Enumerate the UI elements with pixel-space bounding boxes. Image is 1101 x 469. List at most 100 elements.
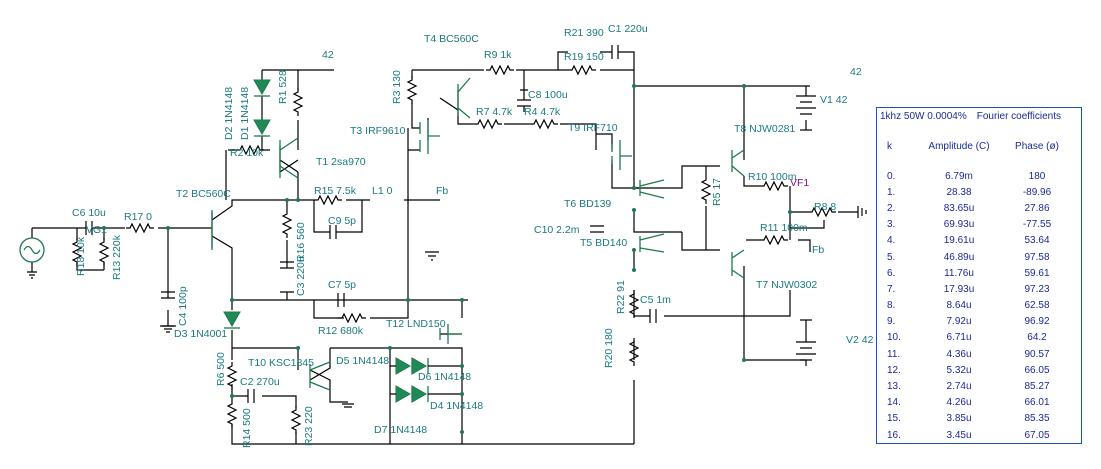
label-t1: T1 2sa970 bbox=[316, 156, 366, 168]
label-r7: R7 4.7k bbox=[476, 106, 513, 118]
wires bbox=[31, 51, 858, 445]
label-r9: R9 1k bbox=[484, 49, 512, 61]
label-d6: D6 1N4148 bbox=[418, 371, 471, 383]
row-phase: -89.96 bbox=[1022, 186, 1052, 198]
fourier-row: 15. 3.85u 85.35 bbox=[877, 411, 1078, 427]
label-v1: V1 42 bbox=[820, 94, 848, 106]
row-k: 0. bbox=[887, 170, 896, 182]
row-k: 14. bbox=[887, 397, 901, 409]
label-r1: R1 528 bbox=[277, 70, 289, 104]
row-amplitude: 19.61u bbox=[943, 235, 975, 247]
label-probe-out: VF1 bbox=[790, 177, 809, 189]
label-t9: T9 IRF710 bbox=[568, 122, 618, 134]
label-d1: D1 1N4148 bbox=[239, 87, 251, 140]
label-t3: T3 IRF9610 bbox=[350, 125, 406, 137]
label-r6: R6 500 bbox=[215, 352, 227, 386]
row-phase: 90.57 bbox=[1024, 348, 1050, 360]
row-amplitude: 46.89u bbox=[943, 251, 975, 263]
label-r8: R8 8 bbox=[814, 201, 836, 213]
label-r15: R15 7.5k bbox=[314, 185, 357, 197]
label-d7: D7 1N4148 bbox=[374, 424, 427, 436]
row-k: 8. bbox=[887, 300, 896, 312]
label-c9: C9 5p bbox=[328, 215, 356, 227]
label-rail-right: 42 bbox=[850, 66, 862, 78]
capacitors bbox=[76, 45, 657, 403]
row-phase: -77.55 bbox=[1022, 219, 1052, 231]
fourier-header-row: k Amplitude (C) Phase (ø) bbox=[877, 140, 1078, 168]
row-k: 10. bbox=[887, 332, 901, 344]
row-amplitude: 17.93u bbox=[943, 283, 975, 295]
row-k: 3. bbox=[887, 219, 896, 231]
label-r3: R3 130 bbox=[391, 70, 403, 104]
row-phase: 85.35 bbox=[1024, 413, 1050, 425]
row-phase: 67.05 bbox=[1024, 429, 1050, 441]
fourier-row: 1.28.38-89.96 bbox=[877, 184, 1078, 200]
label-r16: R16 560 bbox=[295, 222, 307, 262]
header-amplitude: Amplitude (C) bbox=[928, 141, 990, 152]
label-d3: D3 1N4001 bbox=[174, 328, 227, 340]
fourier-row: 0. 6.79m 180 bbox=[877, 168, 1078, 184]
row-amplitude: 6.71u bbox=[946, 332, 972, 344]
semiconductors bbox=[102, 77, 792, 434]
row-k: 7. bbox=[887, 283, 896, 295]
label-d4: D4 1N4148 bbox=[430, 400, 483, 412]
label-c8: C8 100u bbox=[528, 89, 568, 101]
row-amplitude: 6.79m bbox=[945, 170, 973, 182]
label-r23: R23 220 bbox=[303, 406, 315, 446]
label-c10: C10 2.2m bbox=[534, 224, 580, 236]
row-k: 4. bbox=[887, 235, 896, 247]
fourier-coefficients-panel: 1khz 50W 0.0004% Fourier coefficients k A… bbox=[876, 107, 1082, 444]
label-c2: C2 270u bbox=[240, 376, 280, 388]
row-phase: 53.64 bbox=[1024, 235, 1050, 247]
label-c6: C6 10u bbox=[72, 207, 106, 219]
row-amplitude: 2.74u bbox=[946, 381, 972, 393]
row-amplitude: 11.76u bbox=[944, 267, 974, 279]
fourier-row: 3.69.93u-77.55 bbox=[877, 217, 1078, 233]
row-k: 15. bbox=[887, 413, 901, 425]
row-phase: 66.01 bbox=[1024, 397, 1050, 409]
row-phase: 85.27 bbox=[1024, 381, 1050, 393]
label-t6: T6 BD139 bbox=[564, 198, 611, 210]
label-r19: R19 150 bbox=[564, 51, 604, 63]
row-k: 16. bbox=[887, 429, 901, 441]
fourier-title-main: 1khz 50W 0.0004% bbox=[880, 111, 967, 122]
row-amplitude: 5.32u bbox=[946, 364, 972, 376]
label-t4: T4 BC560C bbox=[424, 33, 479, 45]
label-r10: R10 100m bbox=[748, 171, 797, 183]
row-phase: 96.92 bbox=[1024, 316, 1050, 328]
label-v2: V2 42 bbox=[846, 334, 874, 346]
label-fb-upper: Fb bbox=[436, 185, 448, 197]
label-r5: R5 17 bbox=[711, 178, 723, 206]
label-t5: T5 BD140 bbox=[580, 237, 627, 249]
label-r14: R14 500 bbox=[241, 408, 253, 448]
row-k: 1. bbox=[887, 186, 896, 198]
label-c7: C7 5p bbox=[328, 279, 356, 291]
row-k: 2. bbox=[887, 202, 896, 214]
row-k: 11. bbox=[887, 348, 901, 360]
row-amplitude: 3.85u bbox=[946, 413, 972, 425]
fourier-title: 1khz 50W 0.0004% Fourier coefficients bbox=[880, 111, 1071, 122]
row-amplitude: 83.65u bbox=[943, 202, 975, 214]
row-amplitude: 4.36u bbox=[946, 348, 972, 360]
row-k: 5. bbox=[887, 251, 896, 263]
label-c3: C3 220u bbox=[295, 256, 307, 296]
label-r13: R13 220k bbox=[111, 234, 123, 280]
fourier-title-sub: Fourier coefficients bbox=[976, 111, 1062, 122]
label-r2: R2 10k bbox=[230, 147, 264, 159]
fourier-table: k Amplitude (C) Phase (ø) 0. 6.79m 180 1.28… bbox=[877, 140, 1078, 443]
fourier-row: 11. 4.36u 90.57 bbox=[877, 346, 1078, 362]
row-phase: 180 bbox=[1028, 170, 1046, 182]
row-k: 9. bbox=[887, 316, 896, 328]
label-c4: C4 100p bbox=[177, 286, 189, 326]
